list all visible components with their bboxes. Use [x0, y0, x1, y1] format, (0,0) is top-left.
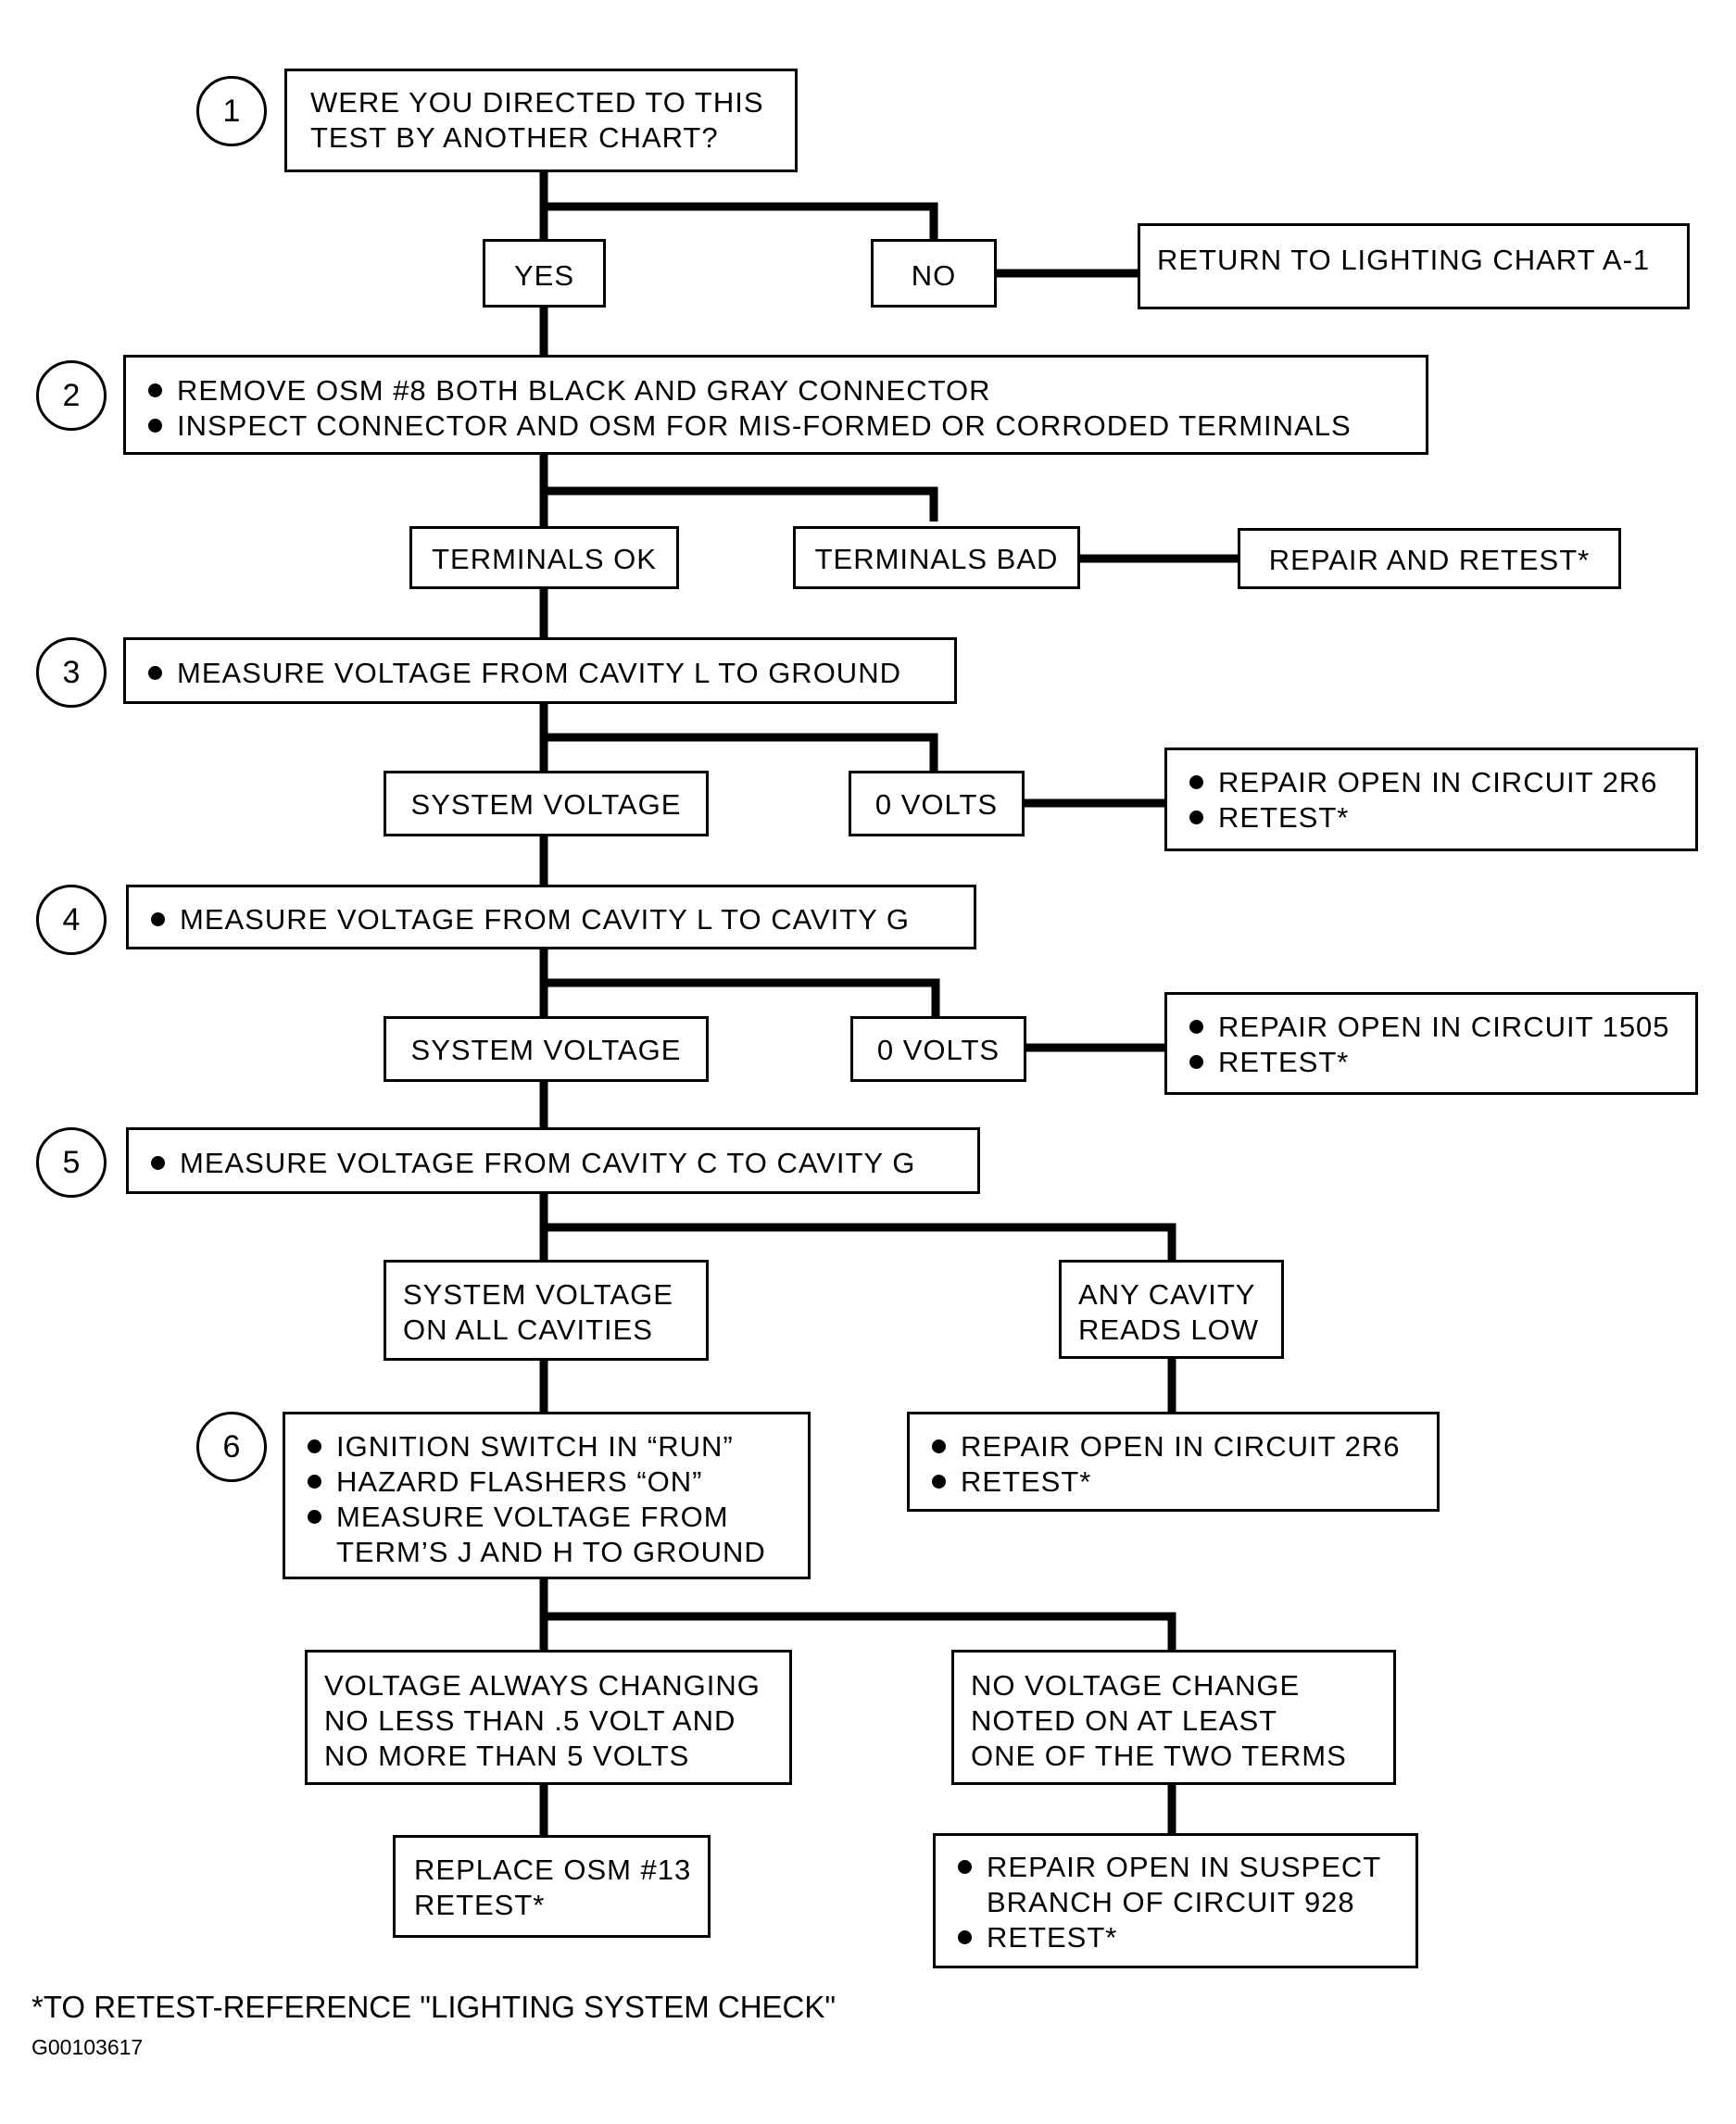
bullet-item: RETEST*	[926, 1464, 1437, 1500]
box-line: SYSTEM VOLTAGE	[403, 1278, 673, 1311]
bullet-item: REPAIR OPEN IN CIRCUIT 2R6	[926, 1429, 1437, 1464]
step-number-4: 4	[36, 885, 107, 955]
result-0-volts: 0 VOLTS	[849, 771, 1025, 836]
connector-line	[540, 733, 938, 773]
bullet-item: RETEST*	[952, 1920, 1415, 1955]
result-system-voltage: SYSTEM VOLTAGE	[384, 1016, 709, 1082]
answer-no: NO	[871, 239, 997, 308]
question-directed-by-another-chart: WERE YOU DIRECTED TO THIS TEST BY ANOTHE…	[284, 69, 798, 172]
action-repair-circuit-2r6: REPAIR OPEN IN CIRCUIT 2R6 RETEST*	[1164, 748, 1698, 851]
bullet-item: REPAIR OPEN IN SUSPECT	[952, 1850, 1415, 1885]
answer-yes: YES	[483, 239, 606, 308]
bullet-continuation: TERM’S J AND H TO GROUND	[336, 1536, 766, 1568]
result-no-voltage-change: NO VOLTAGE CHANGE NOTED ON AT LEAST ONE …	[951, 1650, 1396, 1785]
result-voltage-always-changing: VOLTAGE ALWAYS CHANGING NO LESS THAN .5 …	[305, 1650, 792, 1785]
result-any-cavity-reads-low: ANY CAVITY READS LOW	[1059, 1260, 1284, 1359]
bullet-item: MEASURE VOLTAGE FROM CAVITY L TO CAVITY …	[145, 902, 974, 937]
action-repair-circuit-2r6: REPAIR OPEN IN CIRCUIT 2R6 RETEST*	[907, 1412, 1440, 1512]
step-measure-cavity-l-to-ground: MEASURE VOLTAGE FROM CAVITY L TO GROUND	[123, 637, 957, 704]
step-measure-cavity-l-to-cavity-g: MEASURE VOLTAGE FROM CAVITY L TO CAVITY …	[126, 885, 976, 949]
step-ignition-hazard-measure-terms: IGNITION SWITCH IN “RUN” HAZARD FLASHERS…	[283, 1412, 811, 1579]
bullet-item: REMOVE OSM #8 BOTH BLACK AND GRAY CONNEC…	[143, 373, 1426, 408]
box-line: NOTED ON AT LEAST	[971, 1704, 1278, 1737]
box-line: WERE YOU DIRECTED TO THIS	[310, 86, 764, 119]
result-terminals-bad: TERMINALS BAD	[793, 526, 1080, 589]
box-line: ON ALL CAVITIES	[403, 1313, 653, 1346]
step-number-5: 5	[36, 1127, 107, 1198]
box-line: VOLTAGE ALWAYS CHANGING	[324, 1669, 761, 1702]
bullet-item: RETEST*	[1184, 1045, 1695, 1080]
box-line: READS LOW	[1078, 1313, 1260, 1346]
footnote: *TO RETEST-REFERENCE "LIGHTING SYSTEM CH…	[31, 1990, 837, 2024]
action-replace-osm-13: REPLACE OSM #13 RETEST*	[393, 1835, 711, 1938]
box-line: NO MORE THAN 5 VOLTS	[324, 1740, 690, 1772]
bullet-continuation: BRANCH OF CIRCUIT 928	[987, 1886, 1355, 1918]
bullet-item: REPAIR OPEN IN CIRCUIT 1505	[1184, 1010, 1695, 1045]
bullet-item: MEASURE VOLTAGE FROM CAVITY L TO GROUND	[143, 656, 954, 691]
figure-code: G00103617	[31, 2035, 144, 2059]
step-measure-cavity-c-to-cavity-g: MEASURE VOLTAGE FROM CAVITY C TO CAVITY …	[126, 1127, 980, 1194]
action-repair-and-retest: REPAIR AND RETEST*	[1238, 528, 1621, 589]
step-number-1: 1	[196, 76, 267, 146]
box-line: RETEST*	[414, 1889, 546, 1921]
action-repair-circuit-928: REPAIR OPEN IN SUSPECT BRANCH OF CIRCUIT…	[933, 1833, 1418, 1968]
connector-line	[540, 1612, 1176, 1652]
result-system-voltage: SYSTEM VOLTAGE	[384, 771, 709, 836]
box-line: REPLACE OSM #13	[414, 1854, 692, 1886]
bullet-item: MEASURE VOLTAGE FROM	[302, 1500, 808, 1535]
connector-line	[540, 1223, 1176, 1262]
connector-line	[540, 202, 938, 243]
step-number-6: 6	[196, 1412, 267, 1482]
bullet-item: IGNITION SWITCH IN “RUN”	[302, 1429, 808, 1464]
step-number-3: 3	[36, 637, 107, 708]
box-line: ONE OF THE TWO TERMS	[971, 1740, 1347, 1772]
step-remove-osm-connector: REMOVE OSM #8 BOTH BLACK AND GRAY CONNEC…	[123, 355, 1428, 455]
box-line: TEST BY ANOTHER CHART?	[310, 121, 719, 154]
result-0-volts: 0 VOLTS	[850, 1016, 1026, 1082]
action-return-to-chart-a1: RETURN TO LIGHTING CHART A-1	[1138, 223, 1690, 309]
box-line: NO VOLTAGE CHANGE	[971, 1669, 1301, 1702]
box-line: NO LESS THAN .5 VOLT AND	[324, 1704, 736, 1737]
bullet-item: RETEST*	[1184, 800, 1695, 836]
bullet-item: INSPECT CONNECTOR AND OSM FOR MIS-FORMED…	[143, 408, 1426, 444]
connector-line	[540, 486, 938, 522]
bullet-item: HAZARD FLASHERS “ON”	[302, 1464, 808, 1500]
connector-line	[540, 978, 940, 1018]
action-repair-circuit-1505: REPAIR OPEN IN CIRCUIT 1505 RETEST*	[1164, 992, 1698, 1095]
bullet-item: MEASURE VOLTAGE FROM CAVITY C TO CAVITY …	[145, 1146, 977, 1181]
bullet-item: REPAIR OPEN IN CIRCUIT 2R6	[1184, 765, 1695, 800]
step-number-2: 2	[36, 360, 107, 431]
result-system-voltage-all-cavities: SYSTEM VOLTAGE ON ALL CAVITIES	[384, 1260, 709, 1361]
box-line: ANY CAVITY	[1078, 1278, 1256, 1311]
result-terminals-ok: TERMINALS OK	[409, 526, 679, 589]
